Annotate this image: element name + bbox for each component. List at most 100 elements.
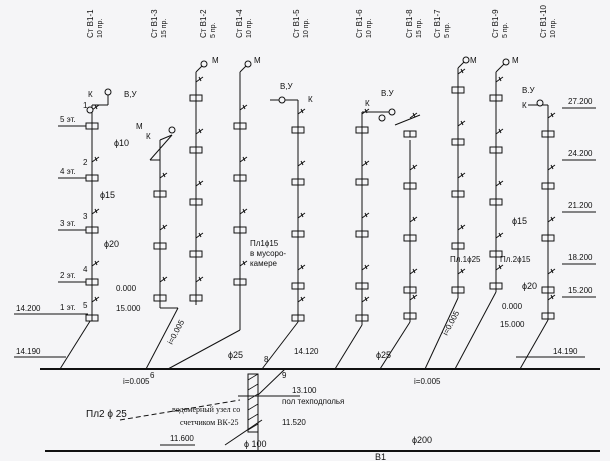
valve-fixture	[451, 268, 466, 294]
fitting-circle	[536, 99, 544, 107]
node-6: 6	[150, 371, 155, 380]
riser-name: Ст В1-8	[405, 9, 414, 38]
riser-3-top	[159, 134, 173, 141]
elev-11600: 11.600	[170, 434, 194, 443]
floor-labels: 5 эт. 4 эт. 3 эт. 2 эт. 1 эт.	[58, 115, 86, 315]
elev-27200: 27.200	[568, 97, 593, 106]
valve-fixture	[541, 216, 556, 242]
node-2: 2	[83, 158, 88, 167]
annotation-pl1-left-3: камере	[250, 259, 278, 268]
dia-20: ϕ20	[104, 239, 119, 249]
dia-200: ϕ200	[412, 435, 432, 445]
tag-m-4: М	[254, 56, 261, 65]
riser-input-diag	[224, 419, 263, 446]
valve-fixture	[489, 232, 504, 258]
fitting-circle	[104, 88, 112, 96]
tag-vu-10: В.У	[522, 86, 536, 95]
fitting-circle	[244, 60, 252, 68]
tag-k-3: К	[146, 132, 151, 141]
node-5: 5	[83, 301, 88, 310]
valve-fixture	[153, 172, 168, 198]
valve-fixture	[233, 260, 248, 286]
valve-fixture	[85, 104, 100, 130]
fitting-circle	[200, 60, 208, 68]
elev-14200: 14.200	[16, 304, 41, 313]
node-1: 1	[83, 101, 88, 110]
dia-100: ϕ 100	[244, 439, 267, 449]
valve-fixture	[403, 164, 418, 190]
dia-20-right: ϕ20	[522, 281, 537, 291]
annotation-pl1-left-2: в мусоро-	[250, 249, 286, 258]
valve-fixture	[153, 276, 168, 302]
valve-fixture	[355, 108, 370, 134]
valve-fixture	[233, 156, 248, 182]
elev-riser1-0000: 0.000	[116, 284, 137, 293]
valve-fixture	[291, 296, 306, 322]
valve-fixture	[403, 294, 418, 320]
valve-fixture	[85, 296, 100, 322]
node-9: 9	[282, 371, 287, 380]
riser-floors: 10 пр.	[303, 19, 310, 38]
elev-24200: 24.200	[568, 149, 593, 158]
valve-fixture	[489, 76, 504, 102]
valve-fixture	[355, 264, 370, 290]
riser-floors: 15 пр.	[161, 19, 168, 38]
annotation-meter-1: водомерный узел со	[172, 405, 240, 414]
node-3: 3	[83, 212, 88, 221]
riser-3-branch	[145, 307, 179, 370]
valve-fixture	[489, 264, 504, 290]
riser-name: Ст В1-5	[292, 9, 301, 38]
fitting-circle	[278, 96, 286, 104]
fitting-circle	[86, 106, 94, 114]
tag-k-1: К	[88, 90, 93, 99]
riser-name: Ст В1-7	[433, 9, 442, 38]
elev-11520: 11.520	[282, 418, 306, 427]
valve-fixture	[189, 276, 204, 302]
tag-m-7: М	[470, 56, 477, 65]
elev-right-14190: 14.190	[553, 347, 578, 356]
riser-floors: 5 пр.	[444, 22, 451, 38]
valve-fixture	[355, 160, 370, 186]
node-numbers: 6 8 9	[150, 355, 287, 380]
riser-8-branch	[379, 321, 411, 370]
valve-fixture	[541, 268, 556, 294]
riser-name: Ст В1-9	[491, 9, 500, 38]
valve-fixture	[233, 208, 248, 234]
node-8: 8	[264, 355, 269, 364]
riser-floors: 10 пр.	[550, 19, 557, 38]
slope-1: i=0.005	[166, 318, 187, 346]
valve-fixture	[451, 68, 466, 94]
input-branch	[257, 368, 286, 396]
valve-fixture	[153, 224, 168, 250]
valve-fixture	[541, 112, 556, 138]
riser-floors: 10 пр.	[246, 19, 253, 38]
floor-label-1: 1 эт.	[60, 303, 76, 312]
tag-vu-5: В,У	[280, 82, 294, 91]
elev-14190: 14.190	[16, 347, 41, 356]
riser-8-top	[394, 114, 421, 126]
fitting-circle	[378, 114, 386, 122]
valve-fixture	[189, 76, 204, 102]
riser-name: Ст В1-3	[150, 9, 159, 38]
annotation-pl2-bottom: Пл2 ϕ 25	[86, 409, 127, 420]
tag-vu-1: В,У	[124, 90, 138, 99]
valve-fixture	[451, 224, 466, 250]
elev-13100: 13.100	[292, 386, 317, 395]
riser-name: Ст В1-1	[86, 9, 95, 38]
tag-m-9: М	[512, 56, 519, 65]
main-line-label: В1	[375, 452, 386, 461]
elev-15200: 15.200	[568, 286, 593, 295]
floor-label-4: 4 эт.	[60, 167, 76, 176]
elevation-marks: 14.200 14.190 11.600 0.000 15.000 27.200…	[16, 97, 593, 443]
dia-15-right: ϕ15	[512, 216, 527, 226]
slope-3: i=0.005	[441, 309, 462, 337]
valve-fixture	[85, 208, 100, 234]
tag-k-10: К	[522, 101, 527, 110]
